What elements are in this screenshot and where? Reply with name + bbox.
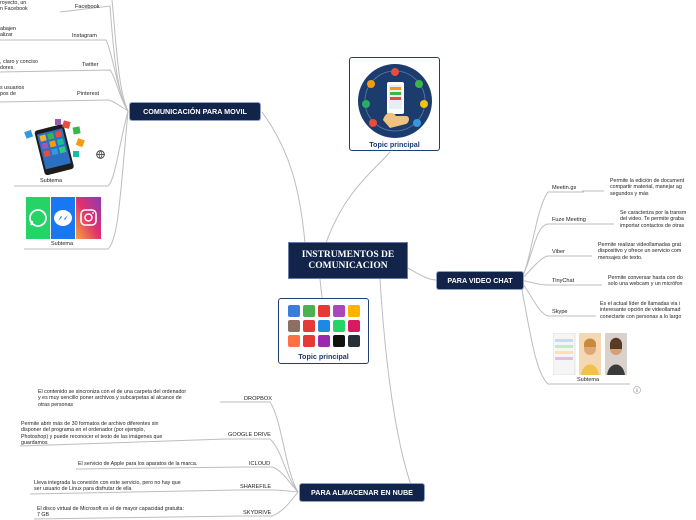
smartphone-apps-icon [17,117,92,176]
video-chat-screens-icon [552,332,627,376]
item-tinychat[interactable]: TinyChat [552,278,575,284]
subtopic-messaging-image[interactable] [26,197,101,239]
subtopic-video-image[interactable] [552,332,627,376]
item-google-drive[interactable]: GOOGLE DRIVE [228,432,271,438]
subtopic-phone-image[interactable] [17,117,92,176]
item-skydrive-text: El disco virtual de Microsoft es el de m… [37,506,184,519]
topic-principal-label: Topic principal [369,140,420,149]
item-sharefile[interactable]: SHAREFILE [240,484,272,490]
globe-icon[interactable] [96,146,105,159]
central-topic-label: INSTRUMENTOS DE COMUNICACION [301,249,395,271]
subtopic-video-label: Subtema [577,377,600,383]
item-pinterest-text: s usuarios pos de [0,85,25,98]
item-tinychat-text: Permite conversar hasta con do solo una … [608,275,683,288]
item-skydrive[interactable]: SKYDRIVE [243,510,272,516]
item-google-drive-text: Permite abrir más de 30 formatos de arch… [21,421,163,446]
item-facebook-text: royecto, un n Facebook [0,0,28,13]
item-viber-text: Permite realizar videollamadas grat disp… [598,242,682,261]
messaging-apps-icon [26,197,101,239]
item-skype-text: Es el actual líder de llamadas via i int… [600,301,682,320]
subtopic-phone-label: Subtema [40,178,63,184]
item-skype[interactable]: Skype [552,309,568,315]
item-pinterest[interactable]: Pinterest [77,91,100,97]
topic-principal-smartphone[interactable]: Topic principal [349,57,440,151]
item-icloud[interactable]: ICLOUD [249,461,271,467]
item-dropbox-text: El contenido se sincroniza con el de una… [38,389,187,408]
central-topic[interactable]: INSTRUMENTOS DE COMUNICACION [288,242,408,279]
smartphone-network-icon [358,64,432,138]
item-icloud-text: El servicio de Apple para los aparatos d… [78,461,198,467]
item-instagram-text: abajen alizar [0,26,16,39]
branch-video-chat[interactable]: PARA VIDEO CHAT [437,272,523,289]
item-sharefile-text: Lleva integrada la conexión con este ser… [34,480,181,493]
branch-nube[interactable]: PARA ALMACENAR EN NUBE [300,484,424,501]
item-viber[interactable]: Viber [552,249,565,255]
branch-video-label: PARA VIDEO CHAT [447,276,513,285]
topic-principal-label-2: Topic principal [298,352,349,361]
branch-movil[interactable]: COMUNICACIÓN PARA MOVIL [130,103,260,120]
info-icon[interactable] [633,381,641,394]
item-fuze-text: Se caracteriza por la transm del video. … [620,210,687,229]
branch-movil-label: COMUNICACIÓN PARA MOVIL [143,107,247,116]
item-meetings-text: Permite la edición de document compartir… [610,178,685,197]
item-dropbox[interactable]: DROPBOX [244,396,272,402]
branch-nube-label: PARA ALMACENAR EN NUBE [311,488,413,497]
item-instagram[interactable]: Instagram [72,33,97,39]
item-twitter-text: , claro y conciso dores. [0,59,38,72]
item-fuze[interactable]: Fuze Meeting [552,217,586,223]
item-meetings[interactable]: Meetin.gs [552,185,577,191]
topic-principal-apps[interactable]: Topic principal [278,298,369,364]
app-icons-grid-icon [288,305,360,347]
item-twitter[interactable]: Twitter [82,62,99,68]
subtopic-messaging-label: Subtema [51,241,74,247]
item-facebook[interactable]: Facebook [75,4,100,10]
